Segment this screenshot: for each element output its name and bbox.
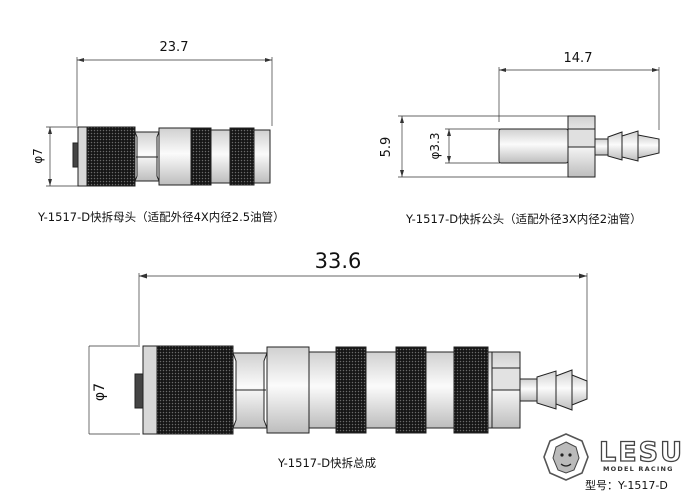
assembly-drawing: 33.6 φ7 Y-1517-D快拆总成: [88, 249, 588, 470]
brand-sub-text: MODEL RACING: [603, 465, 674, 473]
assembly-caption: Y-1517-D快拆总成: [277, 456, 377, 470]
assembly-diameter-label: φ7: [92, 383, 108, 401]
male-diameter-label: φ3.3: [428, 133, 442, 160]
lion-logo-icon: [543, 433, 589, 481]
brand-block: LESU MODEL RACING 型号：Y-1517-D: [543, 433, 684, 492]
female-caption: Y-1517-D快拆母头（适配外径4X内径2.5油管）: [37, 210, 285, 224]
male-height-label: 5.9: [379, 137, 394, 158]
male-caption: Y-1517-D快拆公头（适配外径3X内径2油管）: [405, 212, 642, 226]
female-diameter-label: φ7: [31, 148, 45, 164]
female-length-label: 23.7: [160, 40, 189, 55]
female-head-drawing: 23.7 φ7 Y-1517-D快拆母头（适配外径4X内径2.5油管）: [31, 40, 285, 224]
model-label: 型号：Y-1517-D: [585, 478, 668, 492]
male-head-drawing: 14.7 5.9 φ3.3 Y-1517-D快拆公头（适配外径3X内径2油管）: [379, 51, 660, 226]
assembly-length-label: 33.6: [315, 249, 362, 273]
male-length-label: 14.7: [564, 51, 593, 66]
brand-logo-text: LESU: [599, 437, 684, 468]
